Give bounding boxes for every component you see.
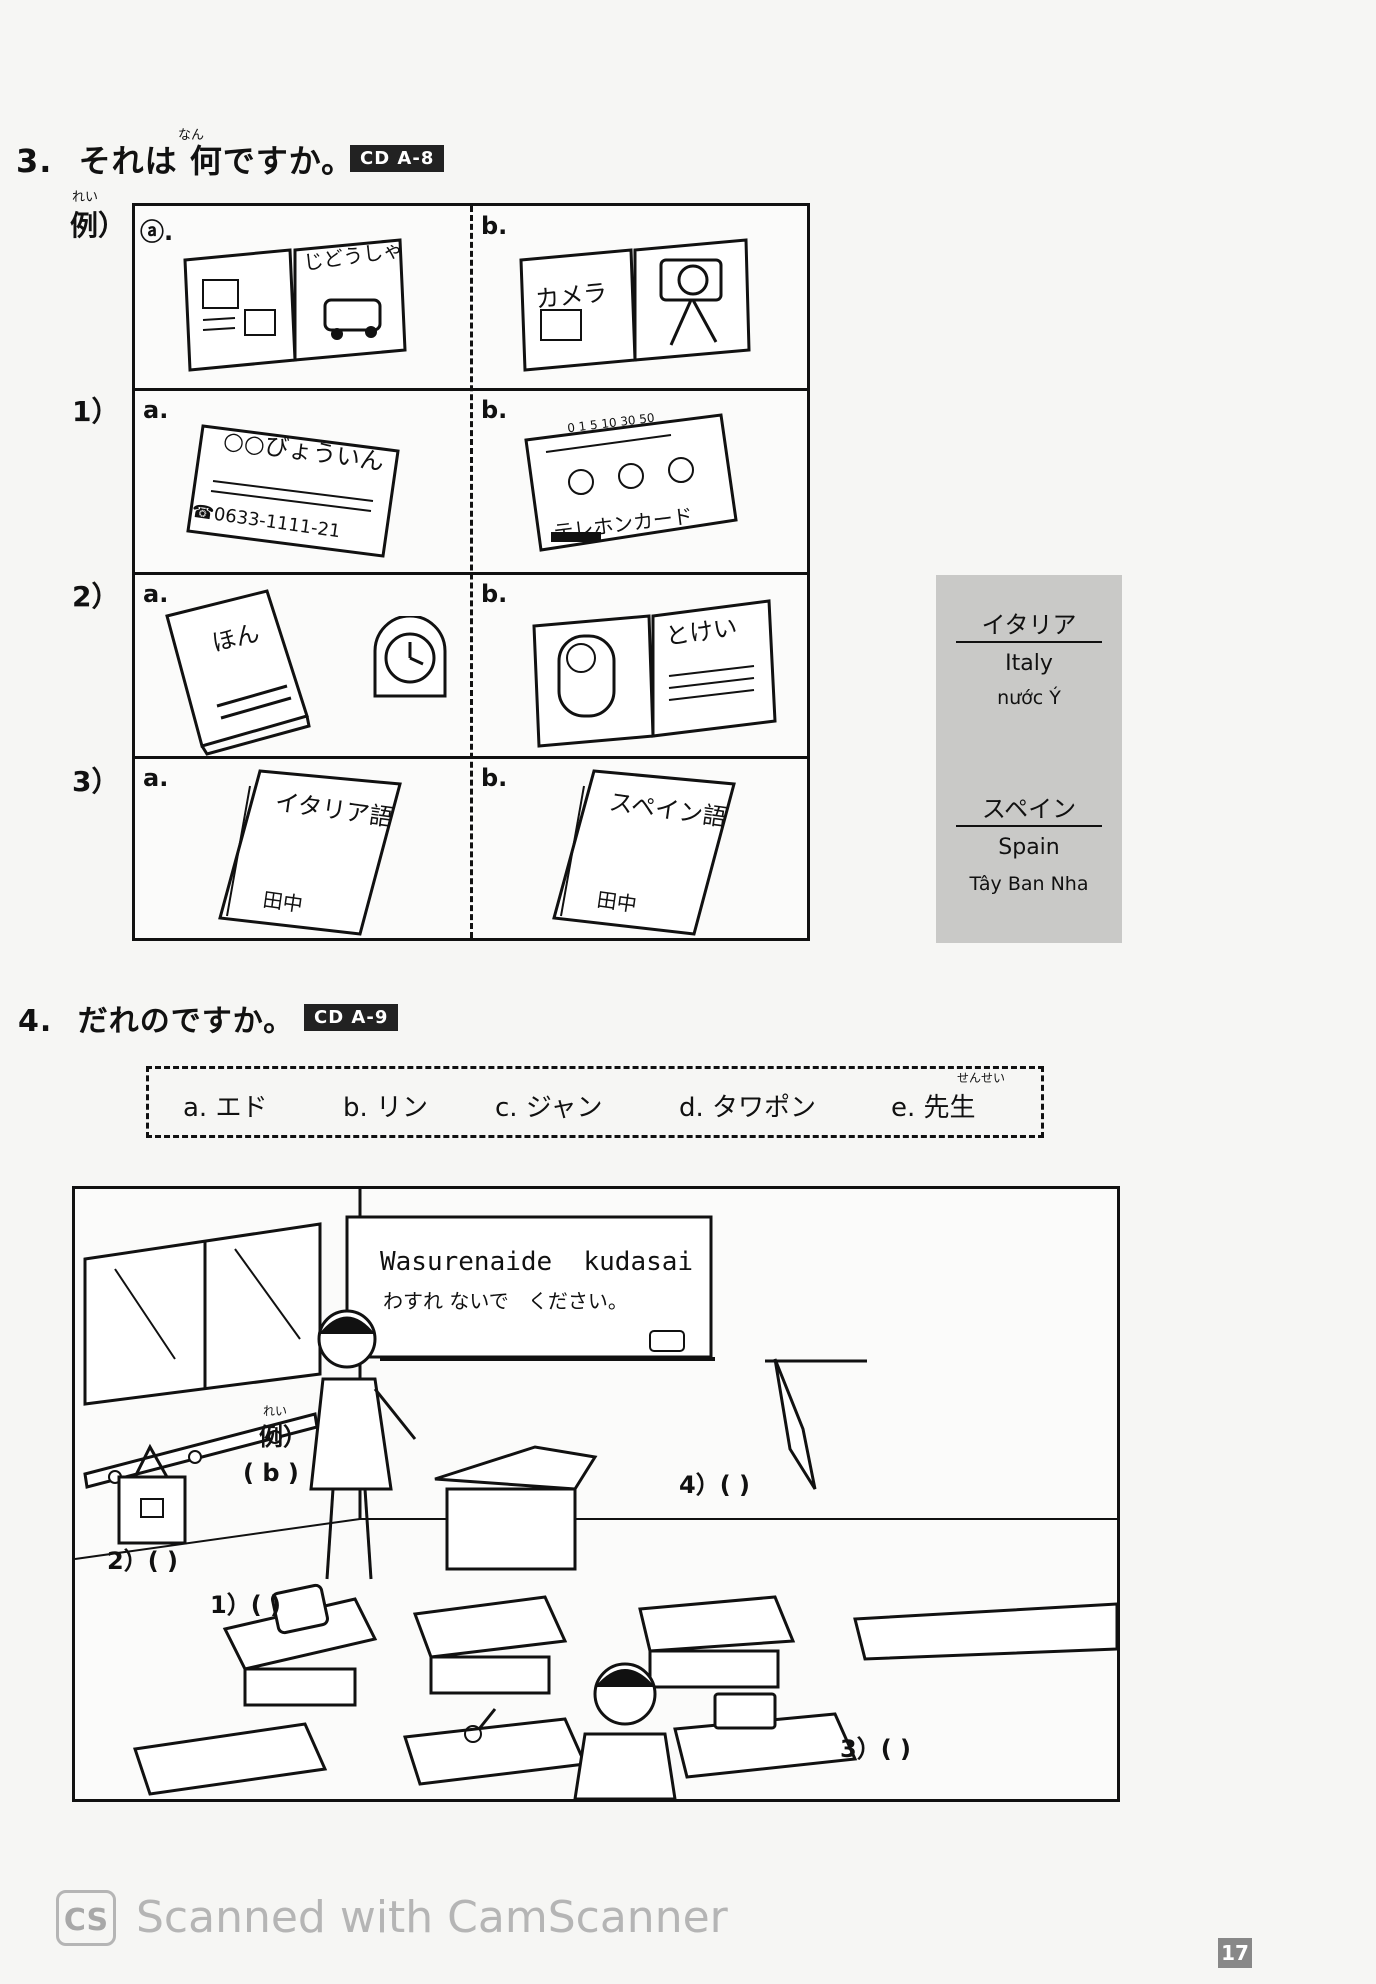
- example-ruby: れい: [72, 190, 99, 205]
- row-label-3: 3）: [72, 765, 120, 798]
- telephone-card-illustration: [524, 413, 738, 552]
- answer-blank-4[interactable]: 4）( ): [679, 1471, 750, 1499]
- cell-letter-b: b.: [481, 396, 508, 424]
- grid-row-line: [135, 572, 807, 575]
- option-e: e. 先生: [891, 1093, 976, 1123]
- row-label-2: 2）: [72, 580, 120, 613]
- cell-letter-b: b.: [481, 580, 508, 608]
- section4-heading: 4. だれのですか。: [18, 996, 294, 1040]
- scene-example-ruby: れい: [263, 1404, 288, 1418]
- spanish-textbook-illustration: [552, 769, 736, 936]
- owner-options-box: a. エド b. リン c. ジャン d. タワポン e. 先生 せんせい: [146, 1066, 1044, 1138]
- example-label: 例）: [70, 209, 127, 242]
- cell-letter-b: b.: [481, 212, 508, 240]
- italian-textbook-owner: 田中: [261, 887, 305, 917]
- camera-magazine-illustration: [519, 238, 751, 372]
- picture-grid: ⓐ. b. じどうしゃ カメラ a. b. ○○びょういん ☎0633-1111…: [132, 203, 810, 941]
- lang-en-italy: Italy: [1005, 651, 1053, 676]
- answer-blank-3[interactable]: 3）( ): [840, 1735, 911, 1763]
- option-b: b. リン: [343, 1093, 429, 1123]
- cell-letter-a: a.: [143, 396, 169, 424]
- language-vocab-box: イタリア Italy nước Ý スペイン Spain Tây Ban Nha: [936, 575, 1122, 943]
- section4-title: だれのですか。: [77, 1004, 295, 1039]
- camscanner-logo: CS: [56, 1890, 116, 1946]
- blackboard-line2: わすれ ないで ください。: [383, 1289, 628, 1313]
- row-label-1: 1）: [72, 395, 120, 428]
- car-magazine-illustration: [183, 238, 407, 372]
- clock-magazine-illustration: [532, 599, 777, 748]
- cell-letter-b: b.: [481, 764, 508, 792]
- page-number: 17: [1218, 1938, 1252, 1968]
- option-d: d. タワポン: [679, 1093, 817, 1123]
- book-illustration: [165, 589, 311, 756]
- answer-blank-1[interactable]: 1）( ): [210, 1591, 281, 1619]
- lang-ja-spain: スペイン: [981, 795, 1077, 823]
- scene-example-label: 例）: [259, 1423, 307, 1451]
- cd-badge-a8: CD A-8: [350, 145, 445, 172]
- option-c: c. ジャン: [495, 1093, 603, 1123]
- cell-letter-a: a.: [143, 580, 169, 608]
- option-e-ruby: せんせい: [957, 1071, 1006, 1085]
- spanish-textbook-owner: 田中: [595, 887, 639, 917]
- lang-vi-spain: Tây Ban Nha: [969, 873, 1089, 895]
- grid-row-line: [135, 388, 807, 391]
- lang-vi-italy: nước Ý: [997, 687, 1061, 709]
- clock-illustration: [373, 616, 447, 698]
- lang-en-spain: Spain: [998, 835, 1060, 860]
- divider-line: [956, 641, 1102, 643]
- scanner-watermark: Scanned with CamScanner: [136, 1892, 728, 1943]
- cell-letter-a: a.: [143, 764, 169, 792]
- section3-title: それは 何ですか。: [78, 142, 355, 180]
- classroom-drawing: [75, 1189, 1117, 1799]
- lang-ja-italy: イタリア: [981, 611, 1077, 639]
- section3-title-ruby: なん: [178, 128, 205, 143]
- camera-magazine-text: カメラ: [533, 278, 609, 314]
- section3-heading: 3. それは 何ですか。: [16, 136, 354, 182]
- scene-example-answer: ( b ): [243, 1459, 299, 1487]
- section3-number: 3.: [16, 142, 53, 180]
- answer-blank-2[interactable]: 2）( ): [107, 1547, 178, 1575]
- grid-row-line: [135, 756, 807, 759]
- section4-number: 4.: [18, 1004, 53, 1039]
- blackboard-line1: Wasurenaide kudasai: [380, 1247, 694, 1277]
- business-card-illustration: [186, 424, 400, 558]
- option-a: a. エド: [183, 1093, 268, 1123]
- cell-letter-a: ⓐ.: [140, 218, 174, 246]
- cd-badge-a9: CD A-9: [304, 1004, 399, 1031]
- divider-line: [956, 825, 1102, 827]
- classroom-scene: Wasurenaide kudasai わすれ ないで ください。 れい 例） …: [72, 1186, 1120, 1802]
- italian-textbook-illustration: [218, 769, 402, 936]
